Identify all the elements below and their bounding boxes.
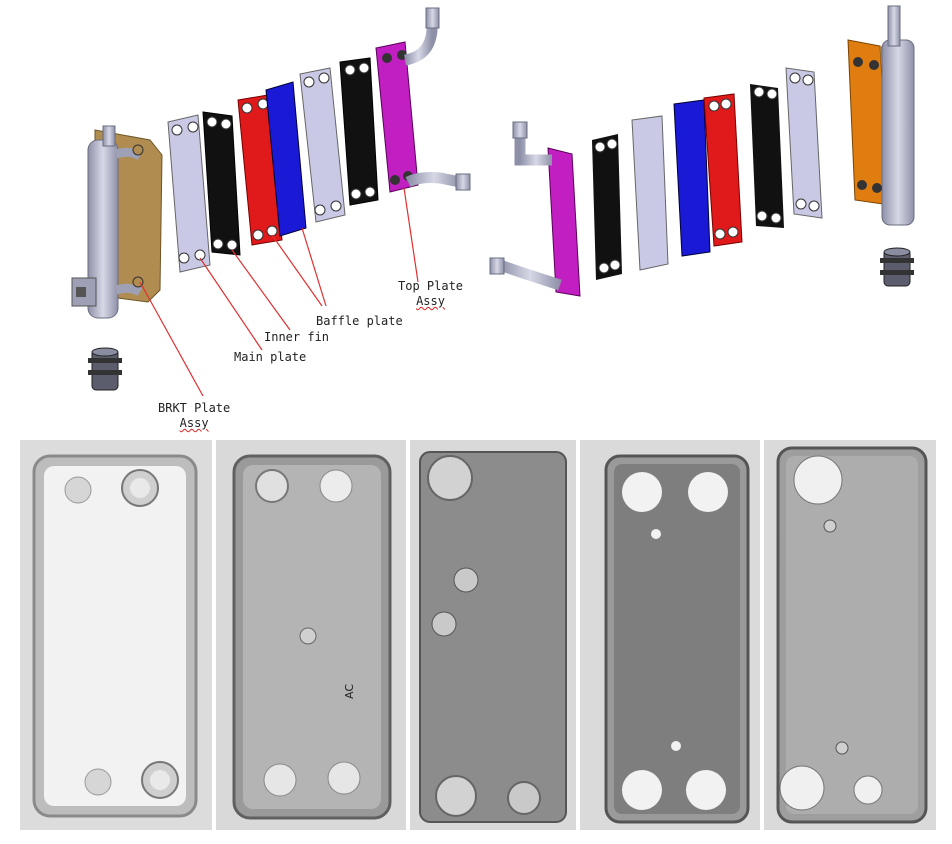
right-assembly: [489, 5, 915, 297]
port-fitting-left: [88, 347, 122, 391]
top-plate-assy-left: [375, 7, 471, 193]
exploded-view-diagram: [71, 5, 915, 397]
photo-plate-5: [764, 440, 936, 830]
inner-fin-right-2: [750, 84, 784, 228]
label-brkt-assy-line2: Assy: [179, 416, 209, 430]
photo-marking-ac: AC: [343, 684, 356, 699]
label-brkt-plate-assy: BRKT Plate Assy: [158, 401, 230, 431]
inner-fin-left: [202, 111, 241, 256]
main-plate-left: [167, 114, 211, 273]
label-inner-fin: Inner fin: [264, 330, 330, 344]
main-plate-left-2: [299, 67, 346, 223]
label-top-plate-line1: Top Plate: [398, 279, 464, 293]
label-top-assy-line2: Assy: [416, 294, 445, 308]
label-baffle-plate: Baffle plate: [316, 314, 403, 328]
brkt-plate-assy: [71, 125, 163, 319]
label-brkt-plate-line1: BRKT Plate: [158, 401, 231, 415]
label-main-plate: Main plate: [234, 350, 307, 364]
main-plate-right-2: [785, 67, 823, 219]
baffle-plate-red-right: [703, 93, 743, 247]
baffle-plate-blue-left: [265, 81, 307, 237]
top-plate-assy-right: [489, 121, 581, 297]
photo-plate-3: [410, 440, 576, 830]
photo-plate-4: [580, 440, 760, 830]
main-plate-right: [631, 115, 669, 271]
leader-lines: [139, 187, 419, 397]
label-top-plate-assy: Top Plate Assy: [398, 279, 463, 309]
inner-fin-right: [592, 134, 622, 280]
baffle-plate-blue-right: [673, 99, 711, 257]
photo-plate-1: [20, 440, 212, 830]
brkt-plate-assy-right: [847, 5, 915, 226]
port-fitting-right: [880, 247, 914, 287]
left-assembly: [71, 7, 471, 397]
inner-fin-left-2: [339, 57, 379, 206]
photo-plate-2: AC: [216, 440, 406, 830]
